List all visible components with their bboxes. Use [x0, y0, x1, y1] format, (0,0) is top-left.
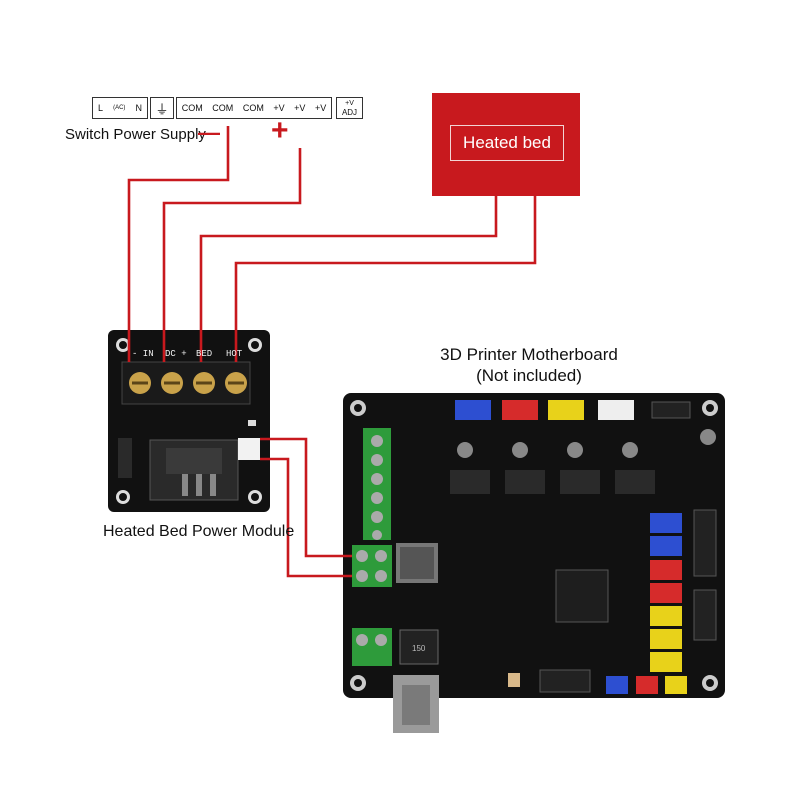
- inductor-label: 150: [412, 644, 426, 653]
- module-term-hot: HOT: [226, 349, 243, 359]
- ground-icon: ⏚: [155, 101, 169, 117]
- motherboard-subtitle: (Not included): [476, 366, 582, 385]
- wires: [127, 126, 537, 578]
- motherboard: 150: [343, 393, 725, 733]
- psu-ac-terminal: L (AC) N: [92, 97, 148, 119]
- psu-label: Switch Power Supply: [65, 126, 206, 143]
- psu-dc-terminal: COM COM COM +V +V +V: [176, 97, 332, 119]
- psu-adj-top: +V: [345, 100, 354, 107]
- psu-n-label: N: [135, 103, 142, 113]
- psu-com-2: COM: [212, 103, 234, 113]
- psu-ground-terminal: ⏚: [150, 97, 174, 119]
- wire-signal-a: [260, 437, 352, 558]
- heated-bed: [432, 93, 580, 196]
- psu-com-3: COM: [242, 103, 264, 113]
- power-module-label: Heated Bed Power Module: [103, 523, 295, 540]
- motherboard-title: 3D Printer Motherboard: [440, 345, 618, 364]
- power-module-board: [108, 330, 270, 512]
- module-term-dc: DC +: [165, 349, 187, 359]
- psu-vplus-1: +V: [273, 103, 285, 113]
- psu-adj-bottom: ADJ: [341, 108, 358, 117]
- wire-bed-b: [234, 196, 537, 362]
- module-term-in: - IN: [132, 349, 154, 359]
- module-screw-terminals: [129, 372, 247, 394]
- psu-l-label: L: [98, 103, 104, 113]
- psu-plus-sign: +: [271, 114, 289, 147]
- wire-signal-b: [260, 457, 352, 578]
- wire-psu-minus: [127, 126, 230, 362]
- psu-minus-sign: —: [198, 120, 220, 145]
- psu-ac-sub: (AC): [113, 105, 126, 111]
- wire-psu-plus: [162, 148, 302, 362]
- module-term-bed: BED: [196, 349, 213, 359]
- wire-bed-a: [199, 196, 498, 362]
- psu-com-1: COM: [181, 103, 203, 113]
- psu-vplus-2: +V: [294, 103, 306, 113]
- heated-bed-label: Heated bed: [450, 125, 564, 161]
- psu-vplus-3: +V: [314, 103, 327, 113]
- psu-adj-terminal: +V ADJ: [336, 97, 363, 119]
